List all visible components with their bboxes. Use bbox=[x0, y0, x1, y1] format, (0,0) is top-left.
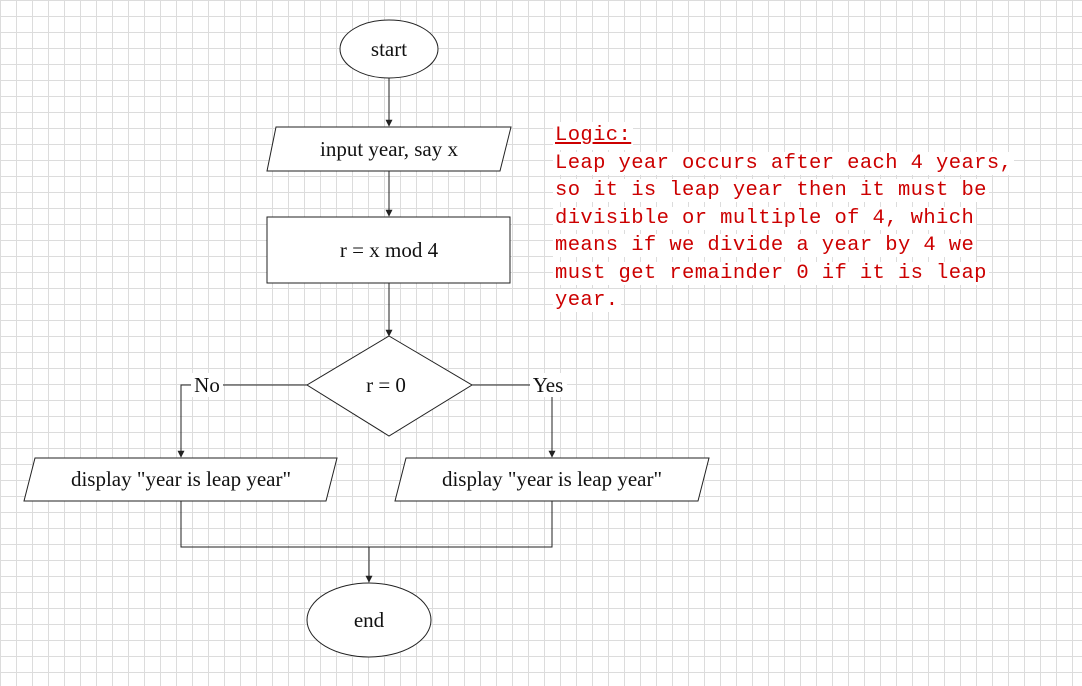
logic-note: Logic: Leap year occurs after each 4 yea… bbox=[553, 122, 1073, 315]
process-label: r = x mod 4 bbox=[340, 238, 439, 262]
logic-line: means if we divide a year by 4 we bbox=[553, 234, 977, 257]
output-right-label: display "year is leap year" bbox=[442, 467, 662, 491]
decision-label: r = 0 bbox=[366, 373, 406, 397]
logic-line: so it is leap year then it must be bbox=[553, 179, 989, 202]
logic-line: Leap year occurs after each 4 years, bbox=[553, 151, 1015, 175]
decision-node bbox=[306, 335, 473, 437]
start-node bbox=[339, 19, 439, 79]
output-left-label: display "year is leap year" bbox=[71, 467, 291, 491]
edge-label-no: No bbox=[194, 373, 220, 397]
output-left-node bbox=[23, 457, 338, 502]
edge-left-output-merge bbox=[180, 501, 553, 548]
logic-title: Logic: bbox=[553, 122, 634, 150]
output-right-node bbox=[394, 457, 710, 502]
start-label: start bbox=[371, 37, 407, 61]
end-node bbox=[306, 582, 432, 658]
edge-label-yes: Yes bbox=[533, 373, 564, 397]
input-label: input year, say x bbox=[320, 137, 458, 161]
logic-line: divisible or multiple of 4, which bbox=[553, 206, 977, 230]
edge-decision-no bbox=[177, 384, 307, 458]
end-label: end bbox=[354, 608, 385, 632]
logic-line: year. bbox=[553, 289, 621, 312]
logic-line: must get remainder 0 if it is leap bbox=[553, 261, 989, 285]
process-node bbox=[266, 216, 511, 284]
input-node bbox=[266, 126, 512, 172]
